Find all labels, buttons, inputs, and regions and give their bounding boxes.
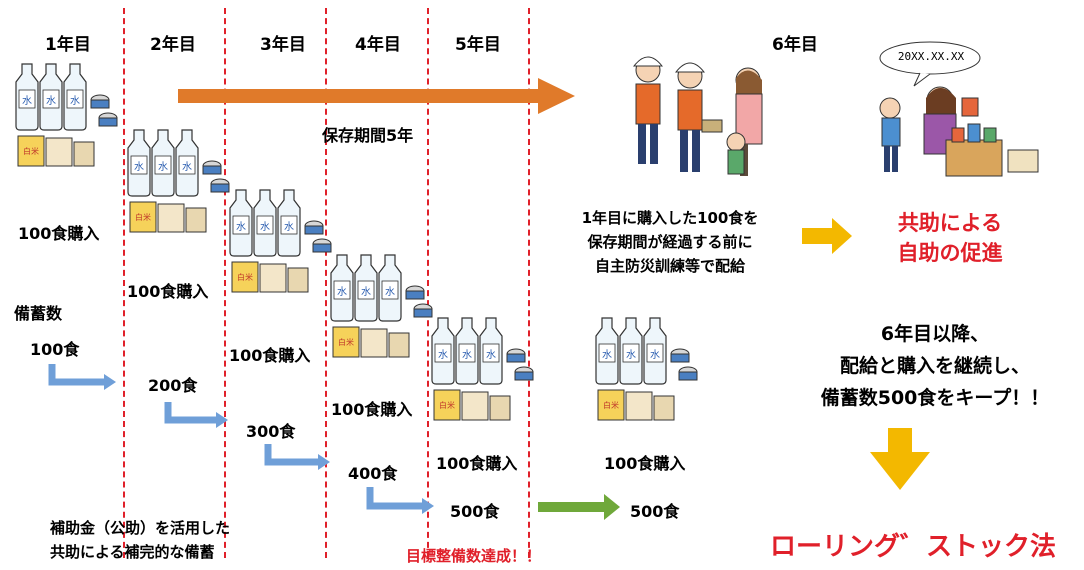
subsidy-line: 共助による補完的な備蓄	[50, 543, 215, 561]
mutual-aid-promotion-text: 共助による 自助の促進	[875, 208, 1025, 268]
date-bubble-text: 20XX.XX.XX	[897, 50, 965, 63]
storage-period-label: 保存期間5年	[322, 126, 414, 145]
year-divider	[224, 8, 226, 558]
stock-count-year3: 300食	[246, 422, 296, 441]
stock-icon-year2	[128, 130, 229, 232]
purchase-label-year6: 100食購入	[604, 454, 686, 473]
purchase-label-year1: 100食購入	[18, 224, 100, 243]
year-label-5: 5年目	[455, 35, 501, 55]
distribution-line: 保存期間が経過する前に	[587, 233, 753, 251]
stock-icon-year4	[331, 255, 432, 357]
rolling-stock-method-title: ローリング゛ストック法	[770, 532, 1057, 562]
promotion-line: 共助による	[897, 211, 1003, 235]
period-arrow	[178, 78, 575, 114]
year-label-2: 2年目	[150, 35, 196, 55]
stock-icon-year6	[596, 318, 697, 420]
continue-line: 6年目以降、	[880, 323, 990, 345]
year-label-3: 3年目	[260, 35, 306, 55]
continue-line: 備蓄数500食をキープ！！	[820, 387, 1050, 409]
maintain-arrow	[538, 494, 620, 520]
target-achieved-text: 目標整備数達成！！	[406, 547, 542, 565]
year-label-1: 1年目	[45, 35, 91, 55]
stock-count-year1: 100食	[30, 340, 80, 359]
stock-title: 備蓄数	[14, 304, 63, 323]
purchase-label-year2: 100食購入	[127, 282, 209, 301]
distribution-line: 自主防災訓練等で配給	[594, 257, 745, 275]
down-arrow	[870, 428, 930, 490]
year-divider	[427, 8, 429, 558]
purchase-label-year4: 100食購入	[331, 400, 413, 419]
stock-growth-arrow	[264, 444, 318, 466]
family-illustration	[879, 41, 1039, 177]
stock-count-year5: 500食	[450, 502, 500, 521]
year-divider	[325, 8, 327, 558]
stock-growth-arrow	[164, 402, 216, 424]
stock-growth-arrow	[366, 487, 422, 510]
continue-text: 6年目以降、 配給と購入を継続し、 備蓄数500食をキープ！！	[800, 318, 1070, 414]
volunteer-illustration	[632, 56, 763, 176]
stock-count-year4: 400食	[348, 464, 398, 483]
purchase-label-year5: 100食購入	[436, 454, 518, 473]
subsidy-line: 補助金（公助）を活用した	[50, 519, 231, 537]
purchase-label-year3: 100食購入	[229, 346, 311, 365]
promotion-line: 自助の促進	[897, 241, 1003, 265]
year-divider	[123, 8, 125, 558]
distribution-text: 1年目に購入した100食を 保存期間が経過する前に 自主防災訓練等で配給	[555, 206, 785, 278]
subsidy-text: 補助金（公助）を活用した 共助による補完的な備蓄	[50, 516, 230, 564]
year-divider	[528, 8, 530, 558]
stock-icon-year1	[16, 64, 117, 166]
stock-count-year2: 200食	[148, 376, 198, 395]
year-label-4: 4年目	[355, 35, 401, 55]
distribution-line: 1年目に購入した100食を	[581, 209, 759, 227]
stock-count-year6: 500食	[630, 502, 680, 521]
continue-line: 配給と購入を継続し、	[839, 355, 1030, 377]
stock-icon-year5	[432, 318, 533, 420]
year-label-6: 6年目	[772, 35, 818, 55]
stock-icon-year3	[230, 190, 331, 292]
stock-growth-arrow	[48, 364, 104, 386]
promote-arrow	[802, 218, 852, 254]
